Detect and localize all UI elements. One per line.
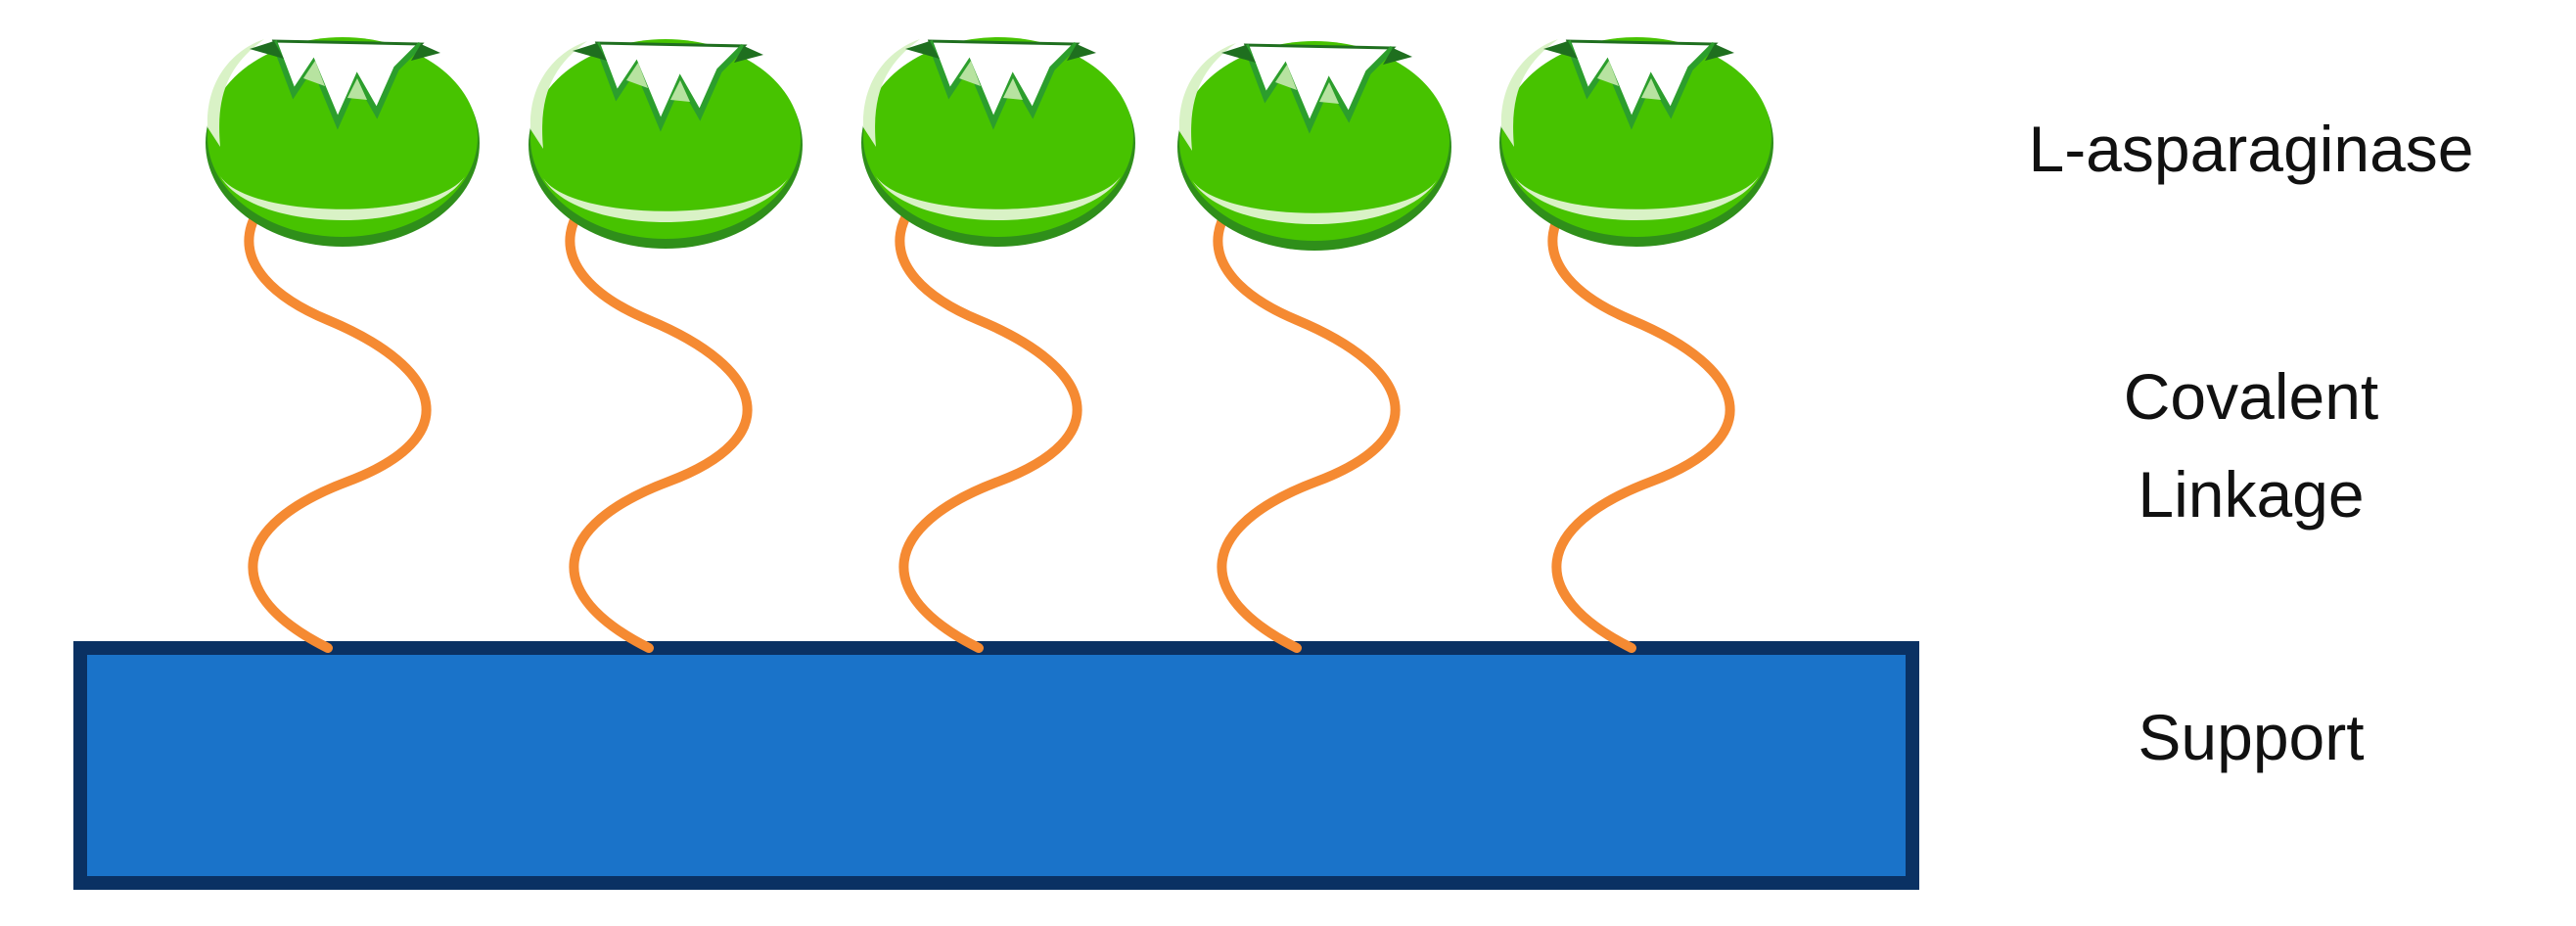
enzyme-icon-2 [529,39,803,249]
enzyme-label-text: L-asparaginase [2028,113,2474,185]
support-slab [73,641,1919,890]
enzyme-label: L-asparaginase [1938,100,2564,198]
support-label: Support [1938,688,2564,786]
enzyme-icon-5 [1499,37,1773,247]
enzyme-icon-3 [861,37,1135,247]
linkage-label: Covalent Linkage [1938,347,2564,543]
linkage-label-line1: Covalent [2123,360,2379,433]
support-label-text: Support [2138,701,2365,773]
enzyme-icon-1 [206,37,480,247]
linkage-label-line2: Linkage [2138,458,2365,531]
enzyme-icon-4 [1177,41,1451,251]
